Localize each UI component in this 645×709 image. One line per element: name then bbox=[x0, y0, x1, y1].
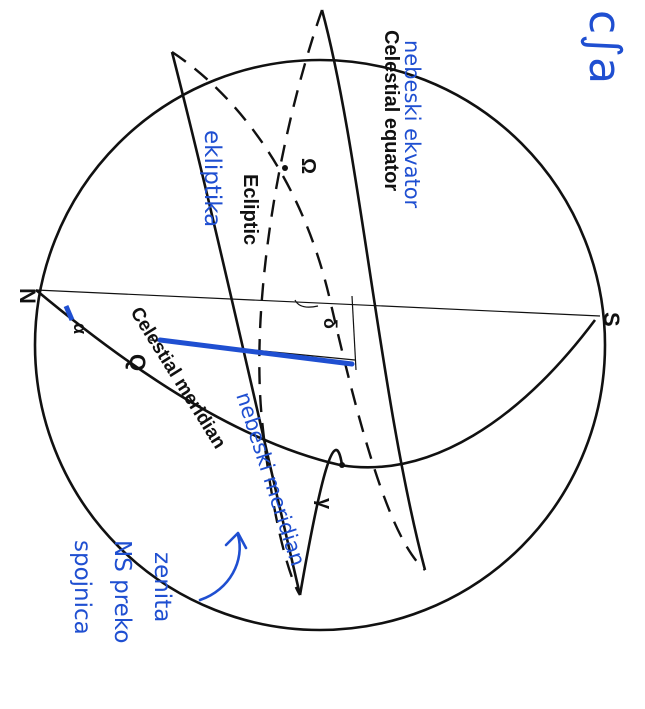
label-south: S bbox=[599, 312, 624, 327]
ecliptic-front bbox=[170, 51, 302, 596]
handwritten-note-line3: zenita bbox=[149, 552, 175, 622]
alpha-marker bbox=[63, 305, 75, 321]
handwritten-note-line2: NS preko bbox=[109, 540, 135, 643]
node-point bbox=[282, 165, 288, 171]
declination-thick bbox=[157, 337, 355, 367]
node-line bbox=[298, 448, 344, 596]
label-alpha: α bbox=[70, 323, 90, 334]
equinox-point bbox=[339, 462, 345, 468]
label-vernal-equinox: γ bbox=[313, 498, 335, 510]
handwritten-arrowhead bbox=[224, 531, 248, 550]
label-ecliptic: Ecliptic bbox=[239, 174, 261, 245]
celestial-sphere-outline bbox=[33, 58, 607, 632]
label-ascending-node: Ω bbox=[297, 158, 319, 174]
handwritten-equator: nebeski ekvator bbox=[400, 40, 424, 209]
celestial-meridian-arc bbox=[35, 289, 597, 469]
label-celestial-equator: Celestial equator bbox=[380, 30, 402, 191]
declination-angle-mark bbox=[294, 299, 319, 308]
label-north: N bbox=[15, 288, 40, 304]
handwritten-ecliptic: ekliptika bbox=[199, 130, 225, 227]
handwritten-note-line1: spojnica bbox=[69, 540, 95, 635]
label-delta: δ bbox=[320, 318, 340, 329]
handwritten-arrow bbox=[198, 533, 241, 602]
celestial-equator-back bbox=[258, 9, 324, 596]
north-south-line bbox=[35, 289, 601, 317]
handwritten-corner-scribble: c∫a bbox=[579, 10, 630, 84]
hour-circle-line bbox=[351, 295, 357, 371]
label-star-q: Q bbox=[125, 354, 150, 371]
celestial-equator-front bbox=[320, 9, 427, 571]
label-celestial-meridian: Celestial meridian bbox=[126, 304, 230, 453]
